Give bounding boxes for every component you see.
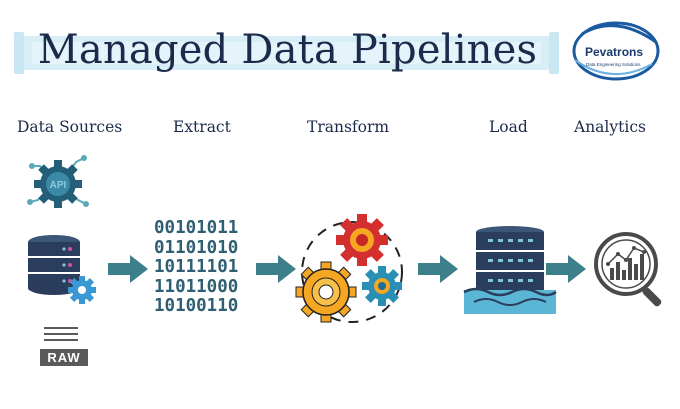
binary-row: 10111101 bbox=[154, 257, 239, 277]
logo-name: Pevatrons bbox=[585, 45, 644, 59]
transform-gears-icon bbox=[295, 214, 403, 323]
title-banner bbox=[14, 32, 559, 74]
api-gear-icon: API bbox=[27, 155, 89, 208]
stage-label-transform: Transform bbox=[307, 118, 390, 136]
database-icon bbox=[28, 235, 96, 304]
stage-label-analytics: Analytics bbox=[574, 118, 646, 136]
logo-tagline: Data Engineering Solutions bbox=[586, 62, 641, 67]
red-gear-icon bbox=[336, 214, 388, 266]
binary-row: 01101010 bbox=[154, 237, 239, 258]
raw-file-lines-icon bbox=[44, 327, 78, 341]
pevatrons-logo bbox=[572, 21, 660, 81]
binary-row: 11011000 bbox=[154, 276, 239, 297]
stage-label-extract: Extract bbox=[173, 118, 231, 136]
data-warehouse-icon bbox=[463, 226, 557, 314]
blue-gear-icon bbox=[362, 266, 402, 306]
binary-row: 00101011 bbox=[154, 218, 239, 238]
arrow-2-icon bbox=[256, 255, 296, 283]
yellow-gear-icon bbox=[295, 261, 357, 323]
raw-label: RAW bbox=[40, 349, 88, 366]
arrow-3-icon bbox=[418, 255, 458, 283]
page-title: Managed Data Pipelines bbox=[37, 27, 538, 73]
binary-data-block: 00101011 01101010 10111101 11011000 1010… bbox=[154, 218, 239, 317]
stage-label-load: Load bbox=[489, 118, 528, 136]
binary-row: 10100110 bbox=[154, 296, 239, 316]
api-label: API bbox=[50, 180, 67, 191]
arrow-1-icon bbox=[108, 255, 148, 283]
analytics-magnifier-icon bbox=[594, 232, 662, 307]
stage-label-data-sources: Data Sources bbox=[17, 118, 123, 136]
arrow-4-icon bbox=[546, 255, 586, 283]
